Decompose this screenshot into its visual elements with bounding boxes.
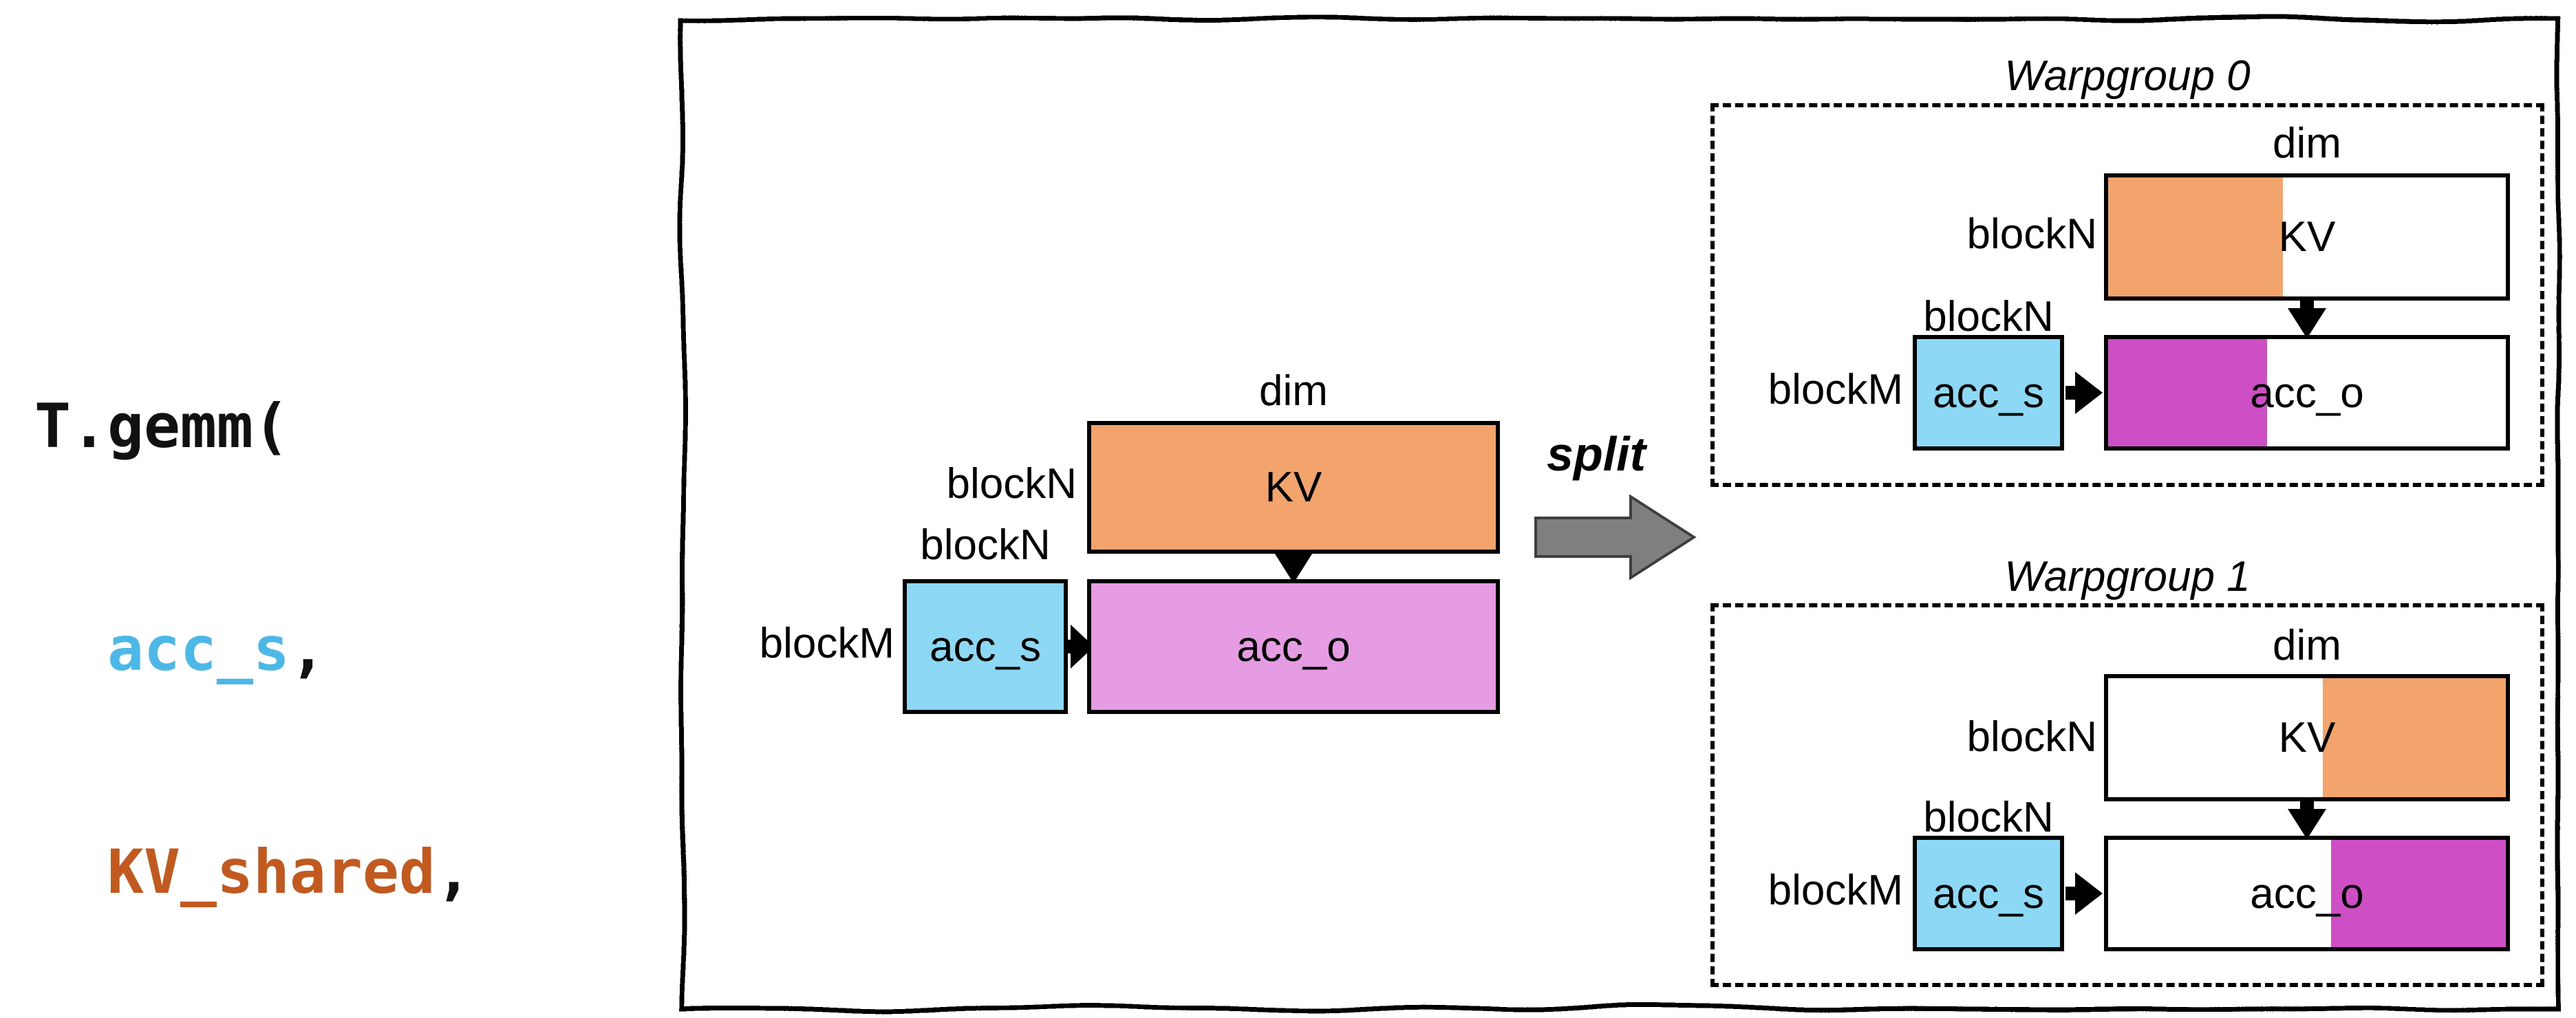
code-line-3: KV_shared, [34, 835, 618, 909]
center-acc-s-box: acc_s [903, 579, 1068, 714]
code-fn-open: T.gemm( [34, 391, 290, 462]
wg1-kv-box: KV [2104, 674, 2510, 801]
code-snippet: T.gemm( acc_s, KV_shared, acc_o, policy=… [34, 241, 618, 1018]
wg0-kv-blockn-label: blockN [1966, 210, 2097, 258]
wg1-blockm-label: blockM [1768, 867, 1903, 914]
wg0-acc-s-label: acc_s [1933, 369, 2044, 417]
split-label: split [1547, 427, 1646, 481]
wg1-acc-s-label: acc_s [1933, 869, 2044, 918]
center-acc-o-label: acc_o [1236, 622, 1351, 671]
wg1-kv-label: KV [2278, 714, 2336, 761]
wg0-acc-s-blockn-label: blockN [1923, 293, 2054, 340]
wg0-kv-box: KV [2104, 173, 2510, 301]
code-comma-1: , [289, 614, 326, 684]
wg1-title: Warpgroup 1 [2004, 553, 2251, 600]
center-acc-s-blockn-label: blockN [920, 521, 1051, 569]
code-arg-acc-s: acc_s [107, 614, 290, 684]
wg1-dashed-box [1710, 603, 2544, 987]
center-kv-label: KV [1265, 464, 1322, 511]
code-line-1: T.gemm( [34, 389, 618, 464]
wg0-title: Warpgroup 0 [2004, 52, 2251, 100]
wg1-acc-s-box: acc_s [1913, 836, 2064, 951]
wg0-dashed-box [1710, 103, 2544, 487]
wg1-acc-o-box: acc_o [2104, 836, 2510, 951]
wg1-kv-active-region [2323, 678, 2506, 797]
wg0-blockm-label: blockM [1768, 366, 1903, 413]
wg1-kv-blockn-label: blockN [1966, 713, 2097, 761]
center-acc-o-box: acc_o [1087, 579, 1500, 714]
wg0-kv-active-region [2108, 177, 2284, 296]
code-comma-2: , [435, 836, 472, 907]
hand-drawn-panel-border [680, 17, 2561, 1011]
center-kv-blockn-label: blockN [946, 460, 1077, 508]
wg1-acc-s-blockn-label: blockN [1923, 794, 2054, 841]
wg1-acc-o-active-region [2330, 840, 2506, 947]
center-blockm-label: blockM [759, 620, 894, 667]
wg1-acc-o-label: acc_o [2250, 869, 2364, 918]
wg0-dim-label: dim [2273, 120, 2341, 167]
wg0-acc-o-label: acc_o [2250, 369, 2364, 417]
wg0-kv-label: KV [2278, 213, 2336, 261]
wg0-acc-s-to-acc-o-arrow [2065, 371, 2103, 414]
code-arg-kv-shared: KV_shared [107, 836, 436, 907]
code-line-2: acc_s, [34, 612, 618, 686]
wg0-acc-o-active-region [2108, 339, 2268, 446]
wg0-acc-s-box: acc_s [1913, 335, 2064, 451]
wg1-dim-label: dim [2273, 622, 2341, 669]
wg1-acc-s-to-acc-o-arrow [2065, 872, 2103, 915]
split-arrow [1534, 494, 1697, 581]
center-acc-s-label: acc_s [930, 622, 1041, 671]
wg0-acc-o-box: acc_o [2104, 335, 2510, 451]
center-kv-box: KV [1087, 421, 1500, 554]
center-dim-label: dim [1259, 367, 1328, 415]
